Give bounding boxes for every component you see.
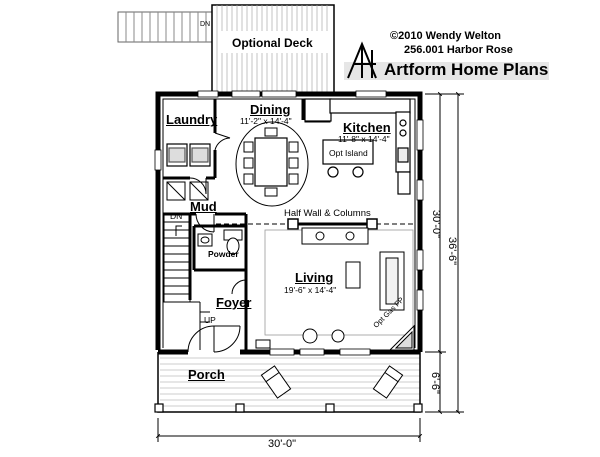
deck-label: Optional Deck (232, 36, 313, 50)
brand-name: Artform Home Plans (384, 60, 549, 79)
kitchen-island-label: Opt Island (329, 148, 368, 158)
dimension-lines (155, 91, 464, 442)
room-foyer-name: Foyer (216, 295, 252, 310)
room-dining-dims: 11'-2" x 14'-4" (240, 116, 292, 126)
room-living-name: Living (295, 270, 334, 285)
porch-outline (157, 352, 421, 413)
room-laundry-name: Laundry (166, 112, 218, 127)
porch-chairs (260, 365, 404, 399)
copyright-line2: 256.001 Harbor Rose (404, 44, 513, 56)
stair-up-label: UP (204, 315, 216, 325)
kitchen-island (322, 139, 374, 178)
kitchen-counters (304, 98, 411, 195)
windows (154, 90, 424, 356)
exterior-wall-inner-line (162, 98, 416, 348)
deck-boards (211, 4, 335, 94)
half-wall (216, 218, 414, 230)
room-porch-name: Porch (188, 367, 225, 382)
copyright-line1: ©2010 Wendy Welton (390, 30, 502, 42)
powder-fixtures (197, 229, 243, 255)
deck-stair-note: DN (200, 21, 211, 28)
dining-table (235, 121, 309, 207)
dimension-overall-depth: 36'-6" (446, 236, 459, 266)
room-living-dims: 19'-6" x 14'-4" (284, 285, 337, 295)
dimension-overall-width: 30'-0" (268, 438, 297, 450)
room-dining-name: Dining (250, 102, 291, 117)
room-powder-name: Powder (208, 249, 239, 259)
doors (187, 132, 247, 353)
dimension-porch-depth: 6'-6" (428, 372, 441, 394)
interior-stairs (163, 213, 210, 350)
room-kitchen-name: Kitchen (343, 120, 391, 135)
artform-logo-mark (344, 41, 549, 80)
room-mud-name: Mud (190, 199, 217, 214)
washer-dryer (166, 143, 211, 167)
mud-lockers (166, 181, 209, 201)
fireplace (388, 324, 415, 351)
dimension-main-depth: 30'-0" (430, 209, 443, 239)
living-furniture (255, 227, 414, 349)
stair-dn-label: DN (170, 211, 183, 221)
deck-stairs (117, 11, 215, 43)
room-kitchen-dims: 11'-8" x 14'-4" (338, 134, 390, 144)
porch-columns (154, 403, 423, 413)
half-wall-label: Half Wall & Columns (284, 208, 371, 219)
